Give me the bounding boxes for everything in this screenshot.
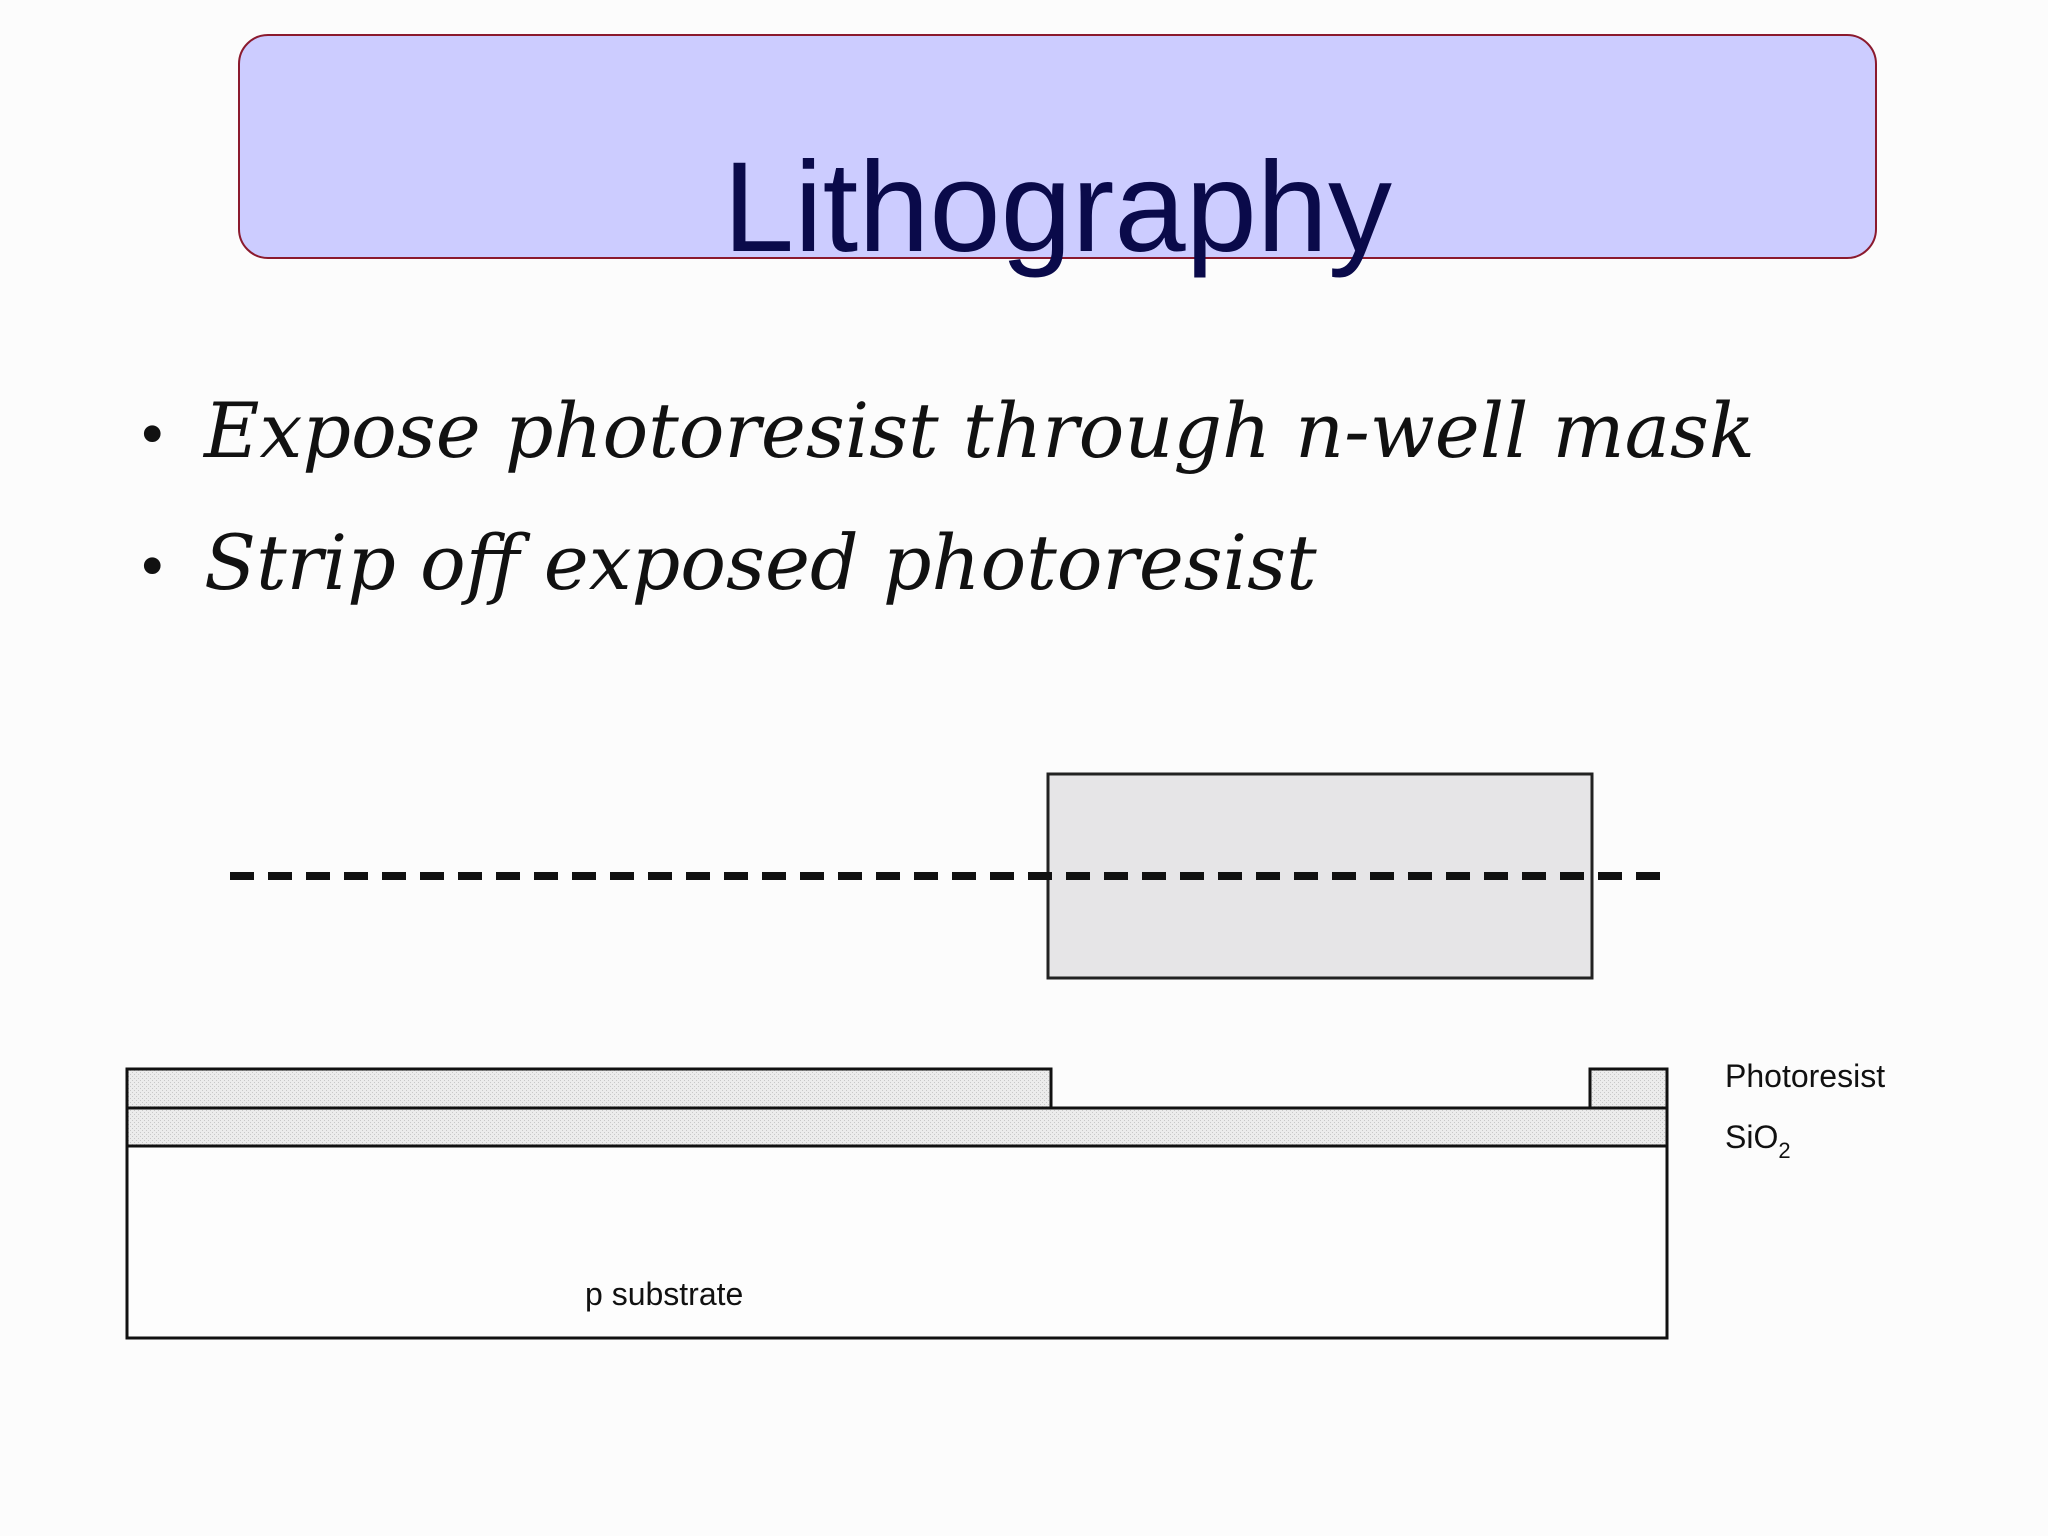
substrate-label: p substrate — [585, 1276, 743, 1312]
slide-title: Lithography — [723, 136, 1392, 279]
photoresist-left — [125, 1067, 1053, 1110]
title-banner: Lithography — [238, 34, 1877, 272]
bullet-dot-icon: • — [140, 528, 165, 605]
photoresist-label: Photoresist — [1725, 1058, 1885, 1094]
sio2-layer — [125, 1106, 1669, 1148]
bullet-item: • Expose photoresist through n-well mask — [140, 365, 1755, 497]
bullet-text: Strip off exposed photoresist — [204, 518, 1317, 607]
bullet-item: • Strip off exposed photoresist — [140, 497, 1755, 629]
n-well-mask — [1046, 772, 1594, 980]
bullet-text: Expose photoresist through n-well mask — [204, 386, 1755, 475]
sio2-label-main: SiO — [1725, 1119, 1778, 1155]
sio2-label: SiO2 — [1725, 1119, 1791, 1163]
bullet-list: • Expose photoresist through n-well mask… — [140, 365, 1755, 629]
bullet-dot-icon: • — [140, 396, 165, 473]
photoresist-right — [1588, 1067, 1669, 1110]
p-substrate — [125, 1144, 1669, 1340]
sio2-label-subscript: 2 — [1778, 1138, 1790, 1163]
